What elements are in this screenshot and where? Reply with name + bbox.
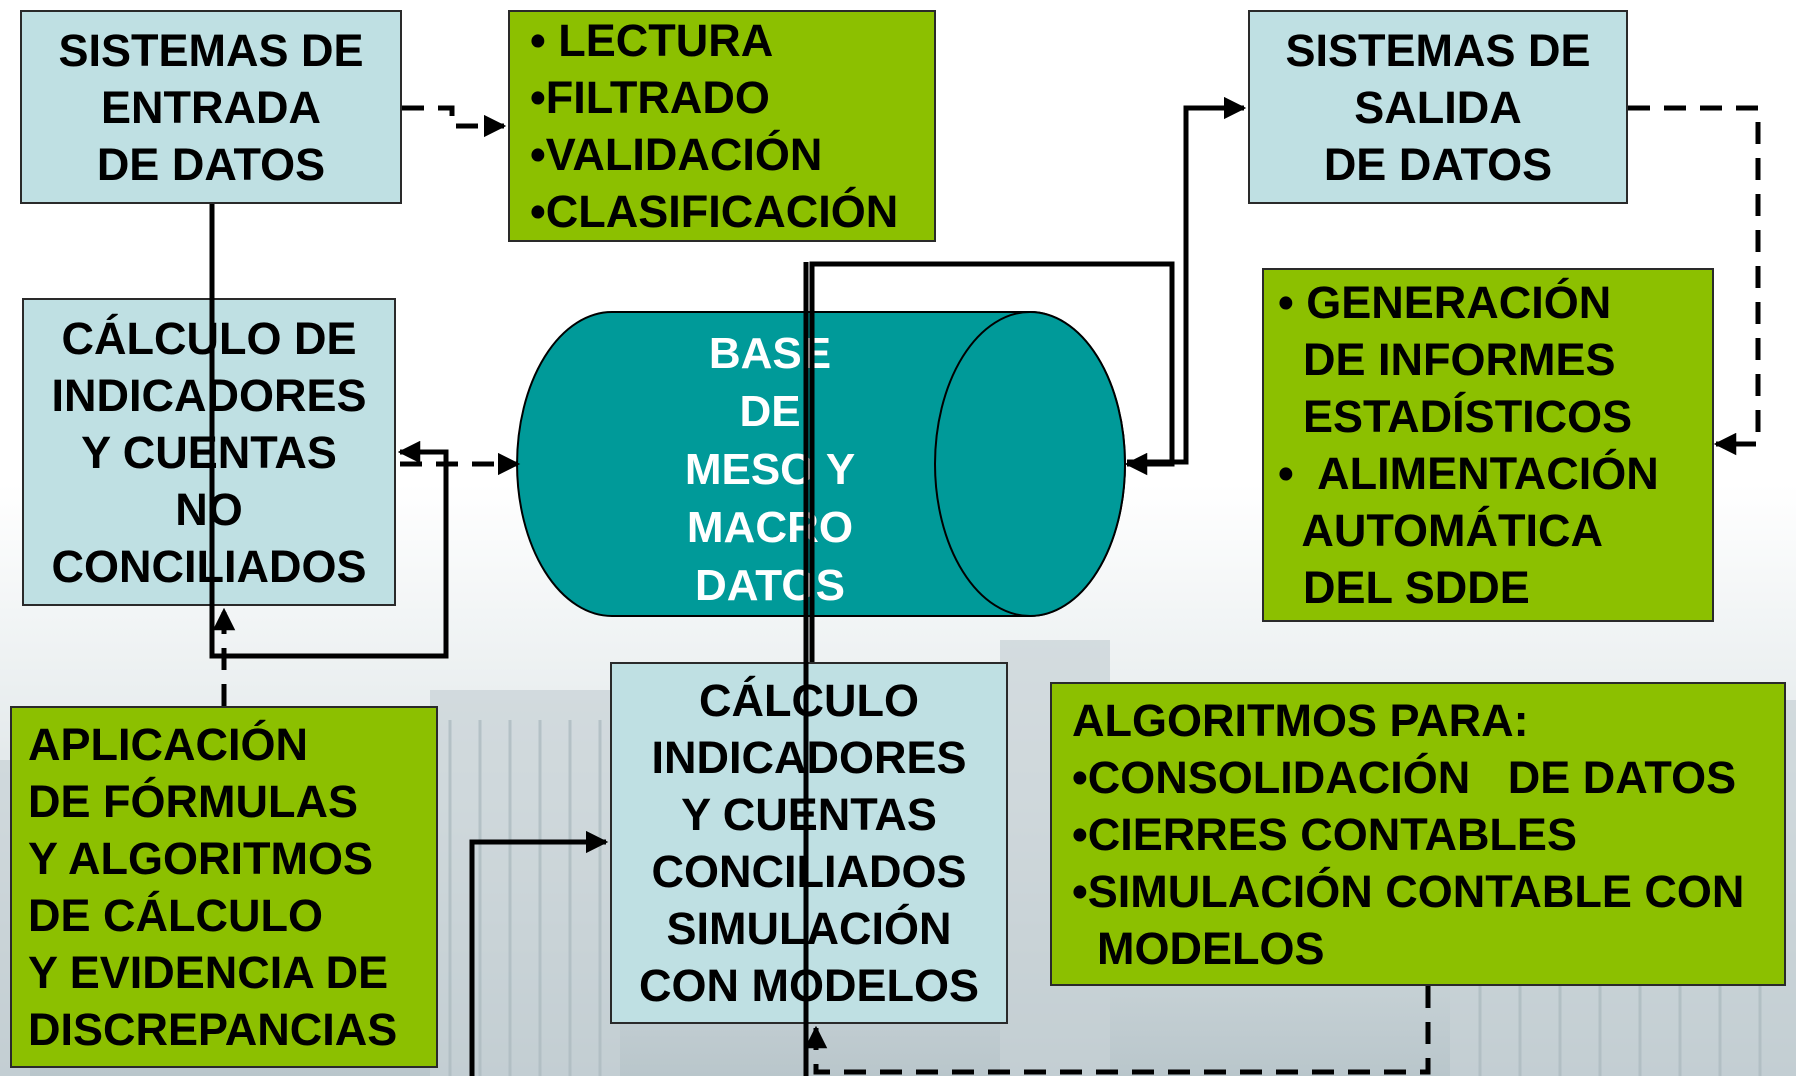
aplicacion-line: DISCREPANCIAS: [28, 1004, 398, 1055]
aplicacion-line: Y ALGORITMOS: [28, 833, 374, 884]
base-line: MACRO: [686, 503, 854, 552]
generacion-line: ESTADÍSTICOS: [1278, 391, 1633, 442]
algoritmos-line: •CONSOLIDACIÓN DE DATOS: [1072, 751, 1737, 803]
algoritmos-line: MODELOS: [1072, 922, 1325, 974]
generacion-line: • GENERACIÓN: [1278, 277, 1612, 328]
no-conciliados-line: Y CUENTAS: [81, 426, 337, 478]
salida-line: SALIDA: [1354, 81, 1522, 133]
algoritmos-line: •CIERRES CONTABLES: [1072, 808, 1577, 860]
conciliados-line: CÁLCULO: [699, 675, 919, 726]
salida-line: DE DATOS: [1323, 138, 1553, 190]
conciliados-line: Y CUENTAS: [681, 789, 937, 840]
sistemas-salida-box: SISTEMAS DE SALIDA DE DATOS: [1248, 10, 1628, 204]
lectura-line: •CLASIFICACIÓN: [530, 186, 899, 237]
lectura-line: • LECTURA: [530, 15, 774, 66]
lectura-line: •VALIDACIÓN: [530, 129, 823, 180]
entrada-line: ENTRADA: [101, 81, 321, 133]
lectura-box: • LECTURA •FILTRADO •VALIDACIÓN •CLASIFI…: [508, 10, 936, 242]
base-line: DATOS: [695, 561, 845, 610]
aplicacion-line: Y EVIDENCIA DE: [28, 947, 389, 998]
base-line: BASE: [708, 329, 832, 378]
no-conciliados-line: INDICADORES: [51, 369, 367, 421]
aplicacion-formulas-box: APLICACIÓN DE FÓRMULAS Y ALGORITMOS DE C…: [10, 706, 438, 1068]
generacion-line: AUTOMÁTICA: [1278, 505, 1603, 556]
base-line: MESO Y: [684, 445, 856, 494]
generacion-line: DE INFORMES: [1278, 334, 1616, 385]
generacion-line: • ALIMENTACIÓN: [1278, 448, 1659, 499]
aplicacion-line: DE FÓRMULAS: [28, 776, 358, 827]
algoritmos-line: •SIMULACIÓN CONTABLE CON: [1072, 865, 1745, 917]
no-conciliados-line: CÁLCULO DE: [61, 312, 357, 364]
conciliados-line: SIMULACIÓN: [666, 903, 952, 954]
salida-line: SISTEMAS DE: [1285, 24, 1591, 76]
algoritmos-line: ALGORITMOS PARA:: [1072, 694, 1529, 746]
algoritmos-box: ALGORITMOS PARA: •CONSOLIDACIÓN DE DATOS…: [1050, 682, 1786, 986]
sistemas-entrada-box: SISTEMAS DE ENTRADA DE DATOS: [20, 10, 402, 204]
generacion-informes-box: • GENERACIÓN DE INFORMES ESTADÍSTICOS • …: [1262, 268, 1714, 622]
no-conciliados-line: NO: [175, 483, 243, 535]
conciliados-line: INDICADORES: [651, 732, 967, 783]
entrada-line: DE DATOS: [96, 138, 326, 190]
conciliados-line: CONCILIADOS: [651, 846, 967, 897]
calculo-no-conciliados-box: CÁLCULO DE INDICADORES Y CUENTAS NO CONC…: [22, 298, 396, 606]
conciliados-line: CON MODELOS: [638, 960, 979, 1011]
base-line: DE: [739, 387, 801, 436]
aplicacion-line: APLICACIÓN: [28, 719, 308, 770]
base-datos-label: BASE DE MESO Y MACRO DATOS: [650, 320, 890, 620]
generacion-line: DEL SDDE: [1278, 562, 1530, 613]
lectura-line: •FILTRADO: [530, 72, 770, 123]
no-conciliados-line: CONCILIADOS: [51, 540, 367, 592]
aplicacion-line: DE CÁLCULO: [28, 890, 323, 941]
entrada-line: SISTEMAS DE: [58, 24, 364, 76]
calculo-conciliados-box: CÁLCULO INDICADORES Y CUENTAS CONCILIADO…: [610, 662, 1008, 1024]
